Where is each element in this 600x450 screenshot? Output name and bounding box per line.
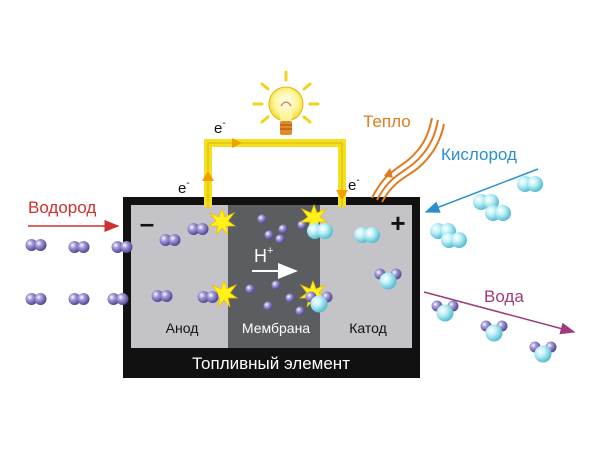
electron-flow-arrow	[202, 171, 214, 181]
hydrogen-molecule	[111, 241, 133, 253]
oxygen-molecule	[307, 223, 333, 239]
oxygen-arrow	[424, 168, 539, 213]
proton-particle	[295, 306, 305, 316]
heat-arrow	[384, 168, 393, 178]
hydrogen-molecule	[25, 239, 47, 251]
oxygen-molecule	[517, 176, 543, 192]
cathode-plus-sign: +	[390, 208, 405, 238]
heat-wave-icon	[371, 117, 433, 199]
oxygen-label: Кислород	[441, 145, 517, 164]
proton-particle	[278, 224, 288, 234]
heat-label: Тепло	[363, 112, 411, 131]
oxygen-molecule	[441, 232, 467, 248]
hydrogen-input: Водород	[25, 198, 133, 305]
oxygen-input: Кислород	[424, 145, 543, 248]
cell-title: Топливный элемент	[192, 354, 350, 373]
membrane-region	[228, 205, 320, 348]
water-output: Вода	[423, 287, 576, 363]
electron-flow-arrow	[232, 138, 242, 148]
proton-particle	[264, 230, 274, 240]
hydrogen-molecule	[25, 293, 47, 305]
water-arrow	[423, 291, 576, 335]
proton-particle	[257, 214, 267, 224]
proton-label: H+	[254, 245, 273, 266]
heat-wave-icon	[381, 123, 445, 203]
hydrogen-molecule	[68, 241, 90, 253]
light-bulb-icon	[252, 70, 320, 135]
heat-wave-icon	[376, 119, 439, 201]
oxygen-molecule	[485, 205, 511, 221]
proton-particle	[263, 301, 273, 311]
proton-particle	[285, 293, 295, 303]
electron-label-top: e-	[214, 118, 226, 137]
anode-label: Анод	[166, 320, 199, 336]
cathode-label: Катод	[349, 320, 387, 336]
electron-flow-arrow	[336, 190, 348, 200]
water-label: Вода	[484, 287, 524, 306]
water-molecule	[480, 320, 508, 342]
proton-particle	[271, 280, 281, 290]
hydrogen-molecule	[107, 293, 129, 305]
proton-particle	[275, 234, 285, 244]
anode-minus-sign: –	[140, 208, 154, 238]
hydrogen-label: Водород	[28, 198, 96, 217]
proton-particle	[245, 284, 255, 294]
electron-label-left: e-	[178, 178, 190, 197]
hydrogen-molecule	[68, 293, 90, 305]
electron-label-right: e-	[348, 175, 360, 194]
heat-output: Тепло	[363, 112, 445, 203]
membrane-label: Мембрана	[242, 320, 310, 336]
anode-region	[131, 205, 228, 348]
external-circuit: e- e- e-	[178, 70, 360, 207]
water-molecule	[431, 300, 459, 322]
water-molecule	[529, 341, 557, 363]
oxygen-molecule	[354, 227, 380, 243]
fuel-cell: Анод Мембрана Катод Топливный элемент – …	[123, 197, 420, 378]
